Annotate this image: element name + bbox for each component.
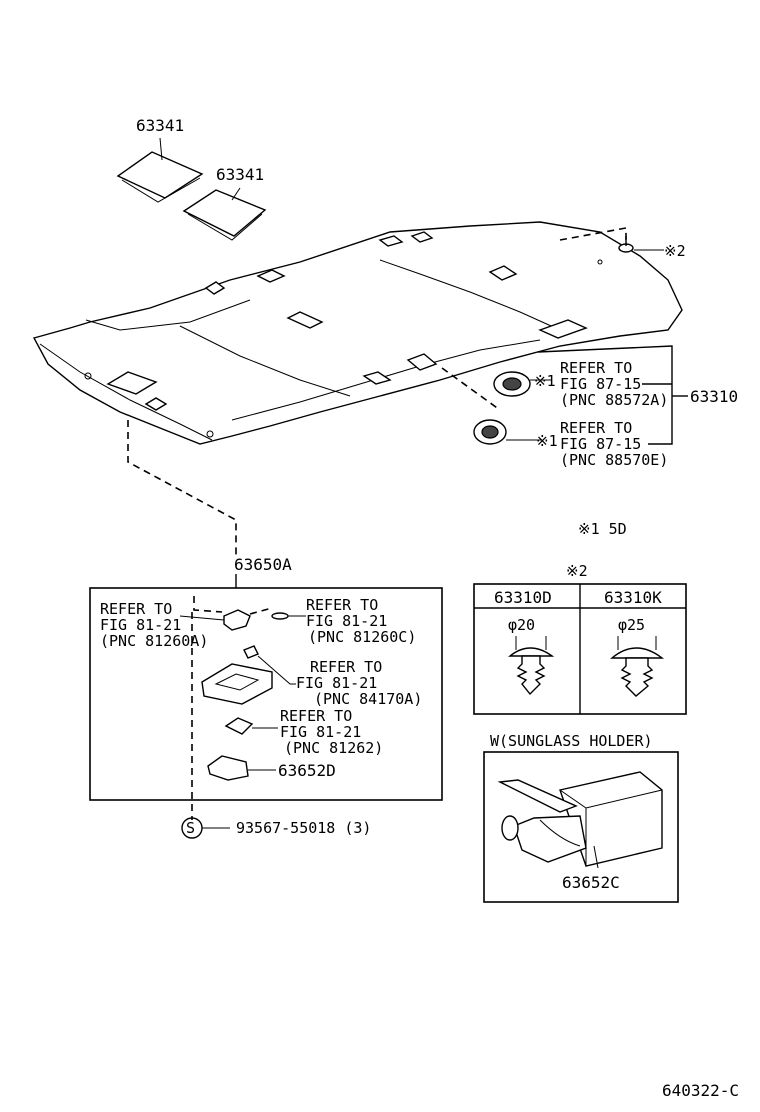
sun-visor-lower[interactable] xyxy=(182,189,267,241)
sunglass-holder[interactable] xyxy=(497,771,663,867)
refer-to-81260a-line2: FIG 81-21 xyxy=(100,616,181,634)
refer-to-88572a-line1: REFER TO xyxy=(560,359,632,377)
refer-to-81260c-line1: REFER TO xyxy=(306,596,378,614)
refer-to-84170a-line1: REFER TO xyxy=(310,658,382,676)
grommet-upper[interactable] xyxy=(493,371,531,397)
visor-part-number-lower: 63341 xyxy=(216,165,264,184)
clip-mark: ※2 xyxy=(664,242,686,260)
refer-to-81260a-line3: (PNC 81260A) xyxy=(100,632,208,650)
roof-clip[interactable] xyxy=(618,236,634,253)
refer-to-88570e-line3: (PNC 88570E) xyxy=(560,451,668,469)
refer-to-81260c-line3: (PNC 81260C) xyxy=(308,628,416,646)
holder-part-number: 63652C xyxy=(562,873,620,892)
lamp-bulb[interactable] xyxy=(271,612,289,620)
lamp-bracket[interactable] xyxy=(207,755,249,781)
visor-part-number-upper: 63341 xyxy=(136,116,184,135)
clip-table-col1-dim: φ20 xyxy=(508,616,535,634)
clip-63310d[interactable] xyxy=(508,647,555,696)
lamp-switch[interactable] xyxy=(223,609,251,631)
refer-to-81262-line2: FIG 81-21 xyxy=(280,723,361,741)
clip-table-col2-dim: φ25 xyxy=(618,616,645,634)
bracket-part-number: 63652D xyxy=(278,761,336,780)
refer-to-81260c-line2: FIG 81-21 xyxy=(306,612,387,630)
refer-to-81262-line3: (PNC 81262) xyxy=(284,739,383,757)
lamp-housing[interactable] xyxy=(201,663,273,705)
lamp-assy-part-number: 63650A xyxy=(234,555,292,574)
screw-symbol: S xyxy=(181,817,203,839)
refer-to-88572a-line2: FIG 87-15 xyxy=(560,375,641,393)
lamp-assy-box xyxy=(89,587,443,801)
lamp-opening xyxy=(106,371,158,395)
sun-visor-upper[interactable] xyxy=(116,151,204,203)
sunglass-holder-box xyxy=(483,751,679,903)
grommet-lower[interactable] xyxy=(473,419,507,445)
refer-to-88570e-line2: FIG 87-15 xyxy=(560,435,641,453)
svg-text:S: S xyxy=(186,819,195,837)
clip-63310k[interactable] xyxy=(610,647,665,697)
roof-headliner[interactable] xyxy=(32,221,683,445)
lamp-connector[interactable] xyxy=(243,645,259,659)
grommet-mark-lower: ※1 xyxy=(536,432,558,450)
grommet-mark-upper: ※1 xyxy=(534,372,556,390)
refer-to-84170a-line3: (PNC 84170A) xyxy=(314,690,422,708)
clip-table-col2-head: 63310K xyxy=(604,588,662,607)
refer-to-88570e-line1: REFER TO xyxy=(560,419,632,437)
clip-table-title: ※2 xyxy=(566,562,588,580)
figure-code: 640322-C xyxy=(662,1081,739,1100)
headliner-part-number: 63310 xyxy=(690,387,738,406)
clip-table-col1-head: 63310D xyxy=(494,588,552,607)
refer-to-81262-line1: REFER TO xyxy=(280,707,352,725)
refer-to-84170a-line2: FIG 81-21 xyxy=(296,674,377,692)
sunglass-holder-title: W(SUNGLASS HOLDER) xyxy=(490,732,653,750)
screw-part-number: 93567-55018 (3) xyxy=(236,819,371,837)
refer-to-88572a-line3: (PNC 88572A) xyxy=(560,391,668,409)
refer-to-81260a-line1: REFER TO xyxy=(100,600,172,618)
lamp-lens[interactable] xyxy=(224,717,254,735)
note-5d: ※1 5D xyxy=(578,520,627,538)
